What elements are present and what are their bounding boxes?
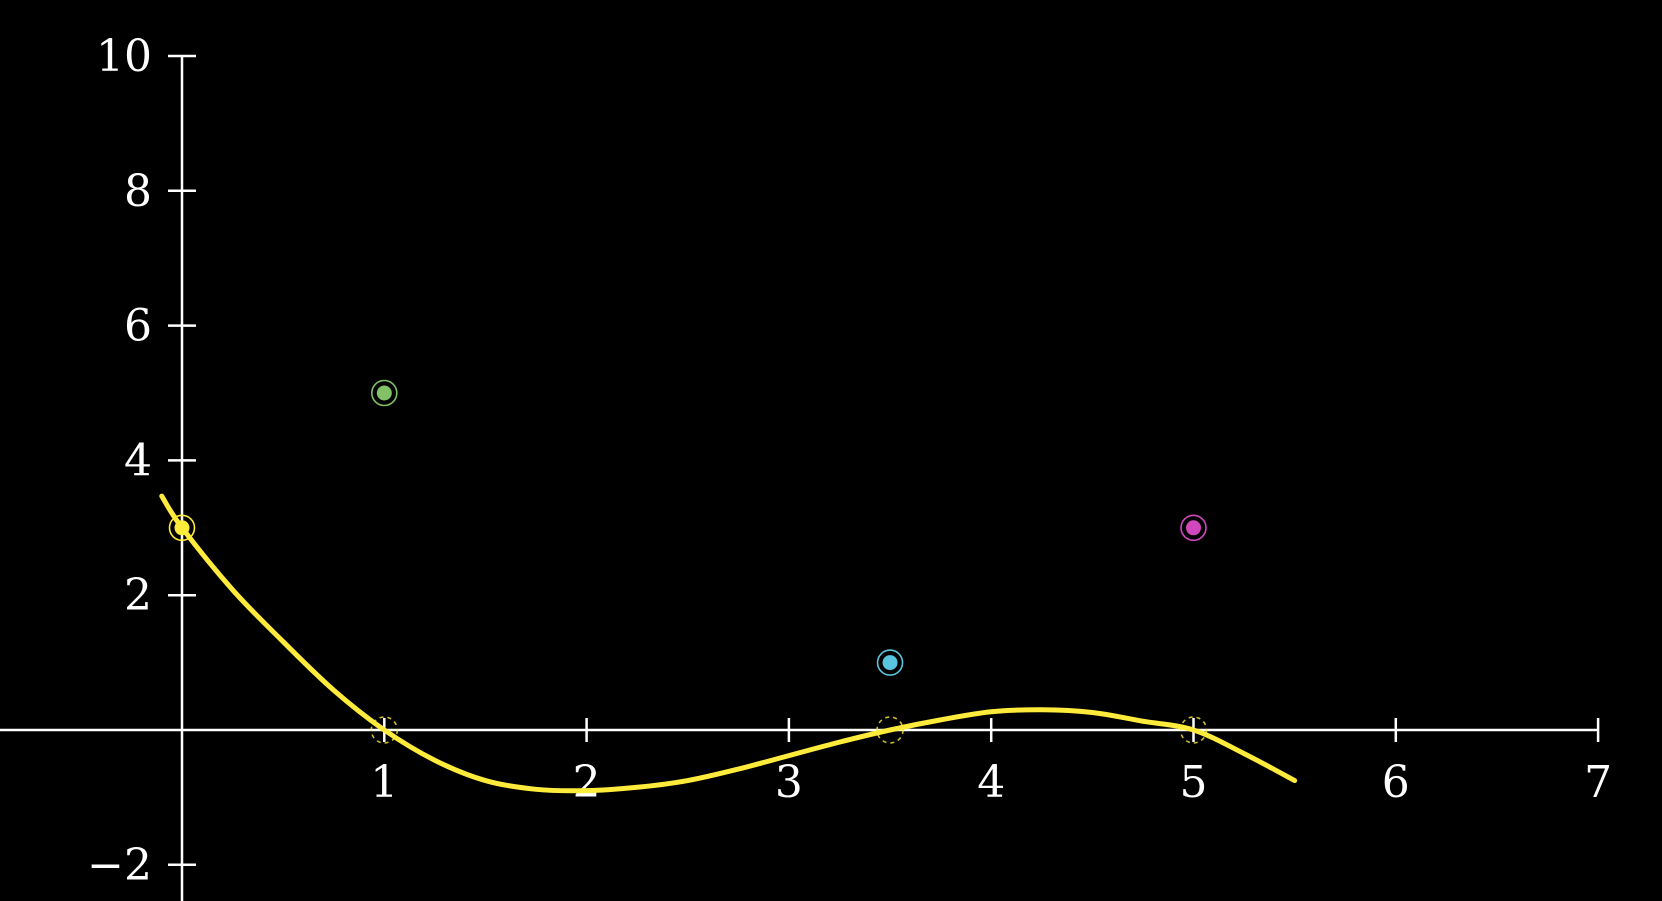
data-point-ring: [168, 514, 196, 542]
data-point: [370, 379, 398, 407]
x-tick-label: 6: [1382, 757, 1410, 808]
data-point: [1180, 514, 1207, 542]
root-marker: [876, 716, 904, 744]
root-marker-ring: [370, 716, 399, 744]
y-tick-label: 6: [124, 301, 152, 352]
y-tick-label: 10: [96, 31, 152, 82]
ticks: 1 2 3 4 5 6 7 −2 2 4 6 8 10: [87, 31, 1612, 891]
x-tick-label: 7: [1584, 757, 1612, 808]
y-tick-label: 2: [124, 570, 152, 621]
x-tick-label: 3: [775, 757, 803, 808]
data-point: [876, 649, 904, 676]
points-layer: [168, 379, 1208, 744]
data-point: [168, 514, 196, 542]
axes: [0, 56, 1599, 901]
data-point-dot: [376, 385, 392, 401]
data-point-dot: [174, 520, 190, 536]
x-tick-label: 5: [1180, 757, 1208, 808]
root-marker: [370, 716, 399, 744]
x-tick-label: 1: [370, 757, 398, 808]
curve-layer: [159, 493, 1298, 794]
data-point-ring: [876, 649, 904, 676]
y-tick-label: −2: [87, 840, 152, 891]
y-tick-label: 8: [124, 166, 152, 217]
y-tick-label: 4: [124, 435, 152, 486]
polynomial-curve: [159, 493, 1298, 794]
data-point-ring: [1180, 514, 1207, 542]
root-marker: [1179, 716, 1208, 744]
root-marker-ring: [876, 716, 904, 744]
x-tick-label: 4: [977, 757, 1005, 808]
x-tick-label: 2: [573, 757, 601, 808]
data-point-dot: [1186, 520, 1201, 536]
data-point-dot: [882, 655, 898, 671]
root-marker-ring: [1179, 716, 1208, 744]
data-point-ring: [370, 379, 398, 407]
